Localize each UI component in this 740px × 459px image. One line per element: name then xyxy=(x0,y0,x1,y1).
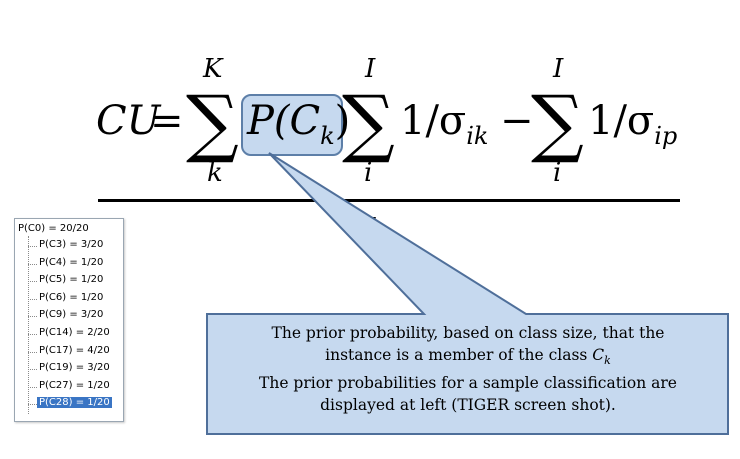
tree-connector-branch xyxy=(28,316,37,318)
term2: 1/σip xyxy=(588,98,677,150)
prior-term-open: P(C xyxy=(247,98,321,144)
tree-connector-branch xyxy=(28,298,37,300)
callout-class-var: Ck xyxy=(592,346,611,368)
term1-sub: ik xyxy=(466,122,489,150)
sum2-upper: I xyxy=(365,54,376,84)
fraction-bar xyxy=(98,199,680,202)
prior-term-close: ) xyxy=(334,98,351,144)
tree-item[interactable]: P(C17) = 4/20 xyxy=(39,344,110,356)
callout-class-sub: k xyxy=(604,354,611,368)
tree-item[interactable]: P(C5) = 1/20 xyxy=(39,274,104,286)
tree-item[interactable]: P(C4) = 1/20 xyxy=(39,256,104,268)
tree-connector-branch xyxy=(28,351,37,353)
sum1-upper: K xyxy=(203,54,223,84)
term2-sub: ip xyxy=(654,122,678,150)
formula-minus: − xyxy=(500,98,534,144)
tree-item[interactable]: P(C19) = 3/20 xyxy=(39,362,110,374)
sum2-lower: i xyxy=(364,158,373,188)
formula-equals: = xyxy=(150,98,184,144)
sum3-upper: I xyxy=(553,54,564,84)
callout-bubble xyxy=(206,152,729,435)
tree-item[interactable]: P(C14) = 2/20 xyxy=(39,327,110,338)
formula-lhs: CU xyxy=(96,98,161,144)
callout-line-2: instance is a member of the class Ck xyxy=(208,344,728,372)
sum2-symbol: ∑ xyxy=(342,80,395,166)
sum3-lower: i xyxy=(553,158,562,188)
prior-term-sub: k xyxy=(320,122,335,150)
tree-item[interactable]: P(C6) = 1/20 xyxy=(39,291,104,303)
callout-line-3: The prior probabilities for a sample cla… xyxy=(259,374,677,393)
tree-connector-branch xyxy=(28,263,37,265)
tree-item[interactable]: P(C9) = 3/20 xyxy=(39,309,104,321)
callout-line-1: The prior probability, based on class si… xyxy=(271,324,665,342)
callout-line-4: displayed at left (TIGER screen shot). xyxy=(320,396,616,415)
tree-item[interactable]: P(C27) = 1/20 xyxy=(39,379,110,391)
tree-root-node[interactable]: P(C0) = 20/20 xyxy=(18,223,89,234)
callout-line-2-prefix: instance is a member of the class xyxy=(325,346,593,364)
tree-connector-branch xyxy=(28,404,37,406)
term2-num: 1/σ xyxy=(588,98,655,144)
sum3-symbol: ∑ xyxy=(531,80,584,166)
tree-connector-branch xyxy=(28,246,37,247)
tree-item[interactable]: P(C3) = 3/20 xyxy=(39,239,104,250)
tree-connector-branch xyxy=(28,386,37,388)
tree-connector-branch xyxy=(28,281,37,283)
sum1-symbol: ∑ xyxy=(186,80,239,166)
tree-connector xyxy=(28,236,29,414)
sum1-lower: k xyxy=(207,158,223,188)
tree-connector-branch xyxy=(28,334,37,335)
prior-probability-highlight xyxy=(241,94,343,156)
term1-num: 1/σ xyxy=(400,98,467,144)
prior-term: P(Ck) xyxy=(247,98,351,150)
term1: 1/σik xyxy=(400,98,488,150)
tree-item[interactable]: P(C28) = 1/20 xyxy=(37,397,112,409)
callout-text: The prior probability, based on class si… xyxy=(208,322,728,416)
callout-class-letter: C xyxy=(592,346,605,364)
tree-connector-branch xyxy=(28,369,37,371)
